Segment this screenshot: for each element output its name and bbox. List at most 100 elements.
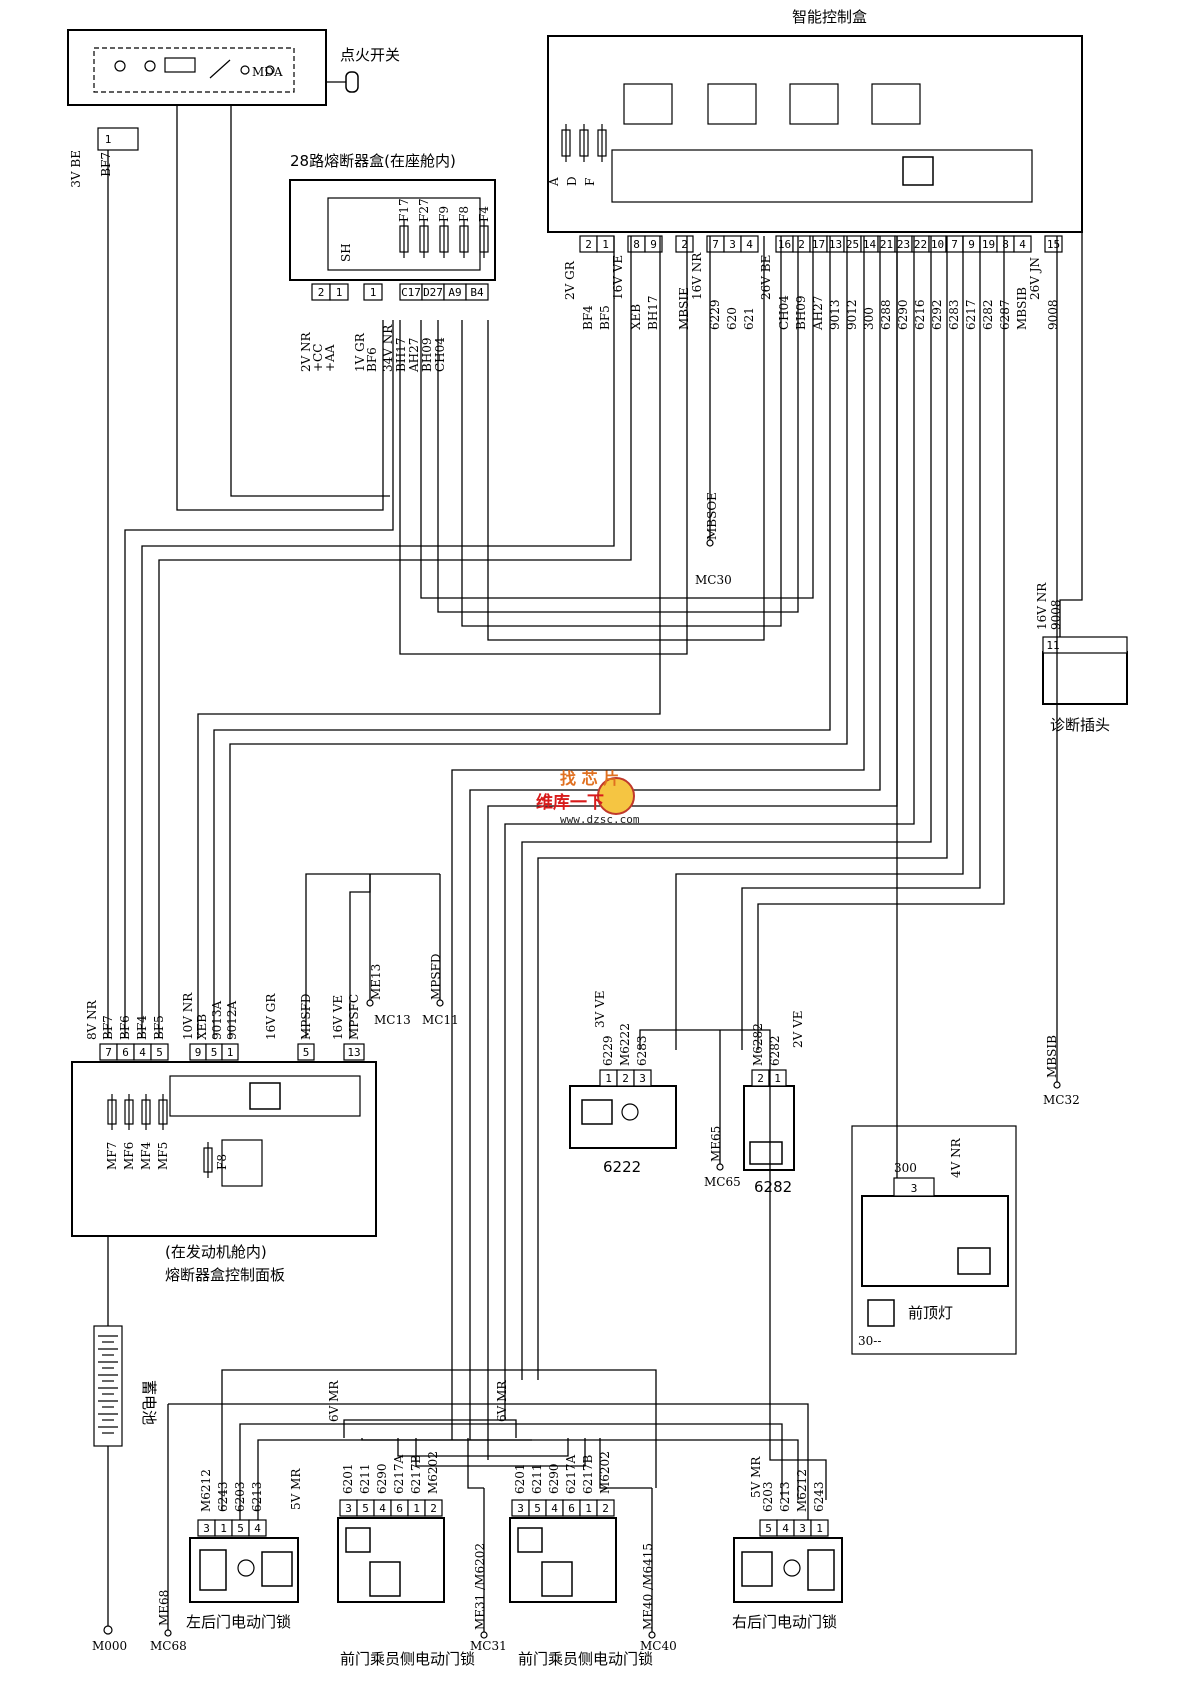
sb-code: 6217 — [964, 299, 978, 330]
f1-pins-code: 6217A — [392, 1454, 406, 1494]
fb28-a-pin: 2 — [318, 286, 325, 299]
mc13-wire: ME13 — [369, 964, 383, 1000]
smart-box-relays — [623, 83, 934, 186]
sb-g5-pin-cell — [1044, 235, 1063, 253]
dome-label: 前顶灯 — [908, 1304, 953, 1322]
mc13: MC13 — [374, 1013, 411, 1027]
f1-pins-pin: 5 — [362, 1502, 369, 1515]
grounds: MBSOE MC30 ME13 MC13 MPSFD MC11 MBSIB MC… — [150, 236, 1080, 1653]
wires — [107, 105, 1083, 1520]
sb-code: CH04 — [777, 295, 791, 330]
ep-fuse-label-mf7: MF7 — [105, 1142, 119, 1170]
diag-code: 9008 — [1049, 599, 1063, 630]
sb-g3-pin: 4 — [746, 238, 753, 251]
ep-mid-code: 9013A — [210, 1000, 224, 1040]
sb-code: BF5 — [598, 305, 612, 330]
ep-mid-pin: 1 — [227, 1046, 234, 1059]
car-icon-f2 — [541, 1561, 573, 1597]
lr-pins-code: 6243 — [216, 1481, 230, 1512]
f2-pins-pin: 4 — [551, 1502, 558, 1515]
sb-code: 6216 — [913, 299, 927, 330]
ep-left-pin: 5 — [156, 1046, 163, 1059]
car-icon-2 — [749, 1141, 783, 1165]
engine-panel-label-2: 熔断器盒控制面板 — [165, 1266, 285, 1284]
rr-pins-code: 6243 — [812, 1481, 826, 1512]
f2-pins-code: M6202 — [598, 1451, 612, 1494]
sb-g2-pin-cell — [675, 235, 694, 253]
rr-pins-pin: 3 — [799, 1522, 806, 1535]
fb28-wire-b: BF6 — [365, 347, 379, 372]
motor-icon-rr — [783, 1559, 801, 1577]
light-icon — [867, 1299, 895, 1327]
ep-left-pin: 7 — [105, 1046, 112, 1059]
sb-g4-pin: 10 — [931, 238, 944, 251]
diag-pin: 11 — [1046, 639, 1059, 652]
ep-right-b-pin: 13 — [347, 1046, 360, 1059]
rr-pins-code: 6203 — [761, 1481, 775, 1512]
rr-pins-code: M6212 — [795, 1469, 809, 1512]
sb-g4-pin: 22 — [914, 238, 927, 251]
p6222-code: 6229 — [601, 1035, 615, 1066]
key-icon — [345, 71, 359, 93]
part-6222-label: 6222 — [603, 1158, 641, 1176]
car-icon-rr — [741, 1551, 773, 1587]
sb-code: 6287 — [998, 299, 1012, 330]
sb-wire-1: 16V VE — [611, 255, 625, 300]
motor-icon-f1 — [345, 1527, 371, 1553]
sb-code: 6292 — [930, 299, 944, 330]
sb-code: 6288 — [879, 299, 893, 330]
sb-g3-pin: 3 — [729, 238, 736, 251]
f2-pins-pin: 2 — [602, 1502, 609, 1515]
sb-g4-pin: 16 — [778, 238, 791, 251]
sb-code: 9012 — [845, 299, 859, 330]
fb28-c-pin: B4 — [470, 286, 484, 299]
fb28-a-pin-cell — [329, 283, 349, 301]
ignition-connector: BF7 — [99, 152, 113, 177]
ep-mid-pin: 5 — [211, 1046, 218, 1059]
fb28-wire-a: +CC — [311, 344, 325, 372]
f2-wire: 6V MR — [495, 1380, 509, 1422]
f2-label: 前门乘员侧电动门锁 — [518, 1650, 653, 1668]
f1-wire: 6V MR — [327, 1380, 341, 1422]
mc31-wire: ME31 /M6202 — [473, 1543, 487, 1630]
lr-wire: 5V MR — [289, 1468, 303, 1510]
part-6222-wire: 3V VE — [593, 990, 607, 1028]
dome-lamp-icon — [957, 1247, 991, 1275]
sb-code: MBSIB — [1015, 287, 1029, 330]
p6222-pin-cell — [633, 1069, 652, 1087]
sb-g1-pin: 9 — [650, 238, 657, 251]
ep-mid-wire: 10V NR — [181, 992, 195, 1040]
f1-pins-pin: 6 — [396, 1502, 403, 1515]
p6282-pin-cell — [768, 1069, 787, 1087]
sb-g0-pin: 2 — [585, 238, 592, 251]
lr-label: 左后门电动门锁 — [186, 1613, 291, 1631]
f2-pins-pin: 6 — [568, 1502, 575, 1515]
fb28-b-pin: 1 — [370, 286, 377, 299]
f1-pins-code: 6217B — [409, 1454, 423, 1494]
ep-mid-code: 9012A — [225, 1000, 239, 1040]
diag-label: 诊断插头 — [1050, 716, 1110, 734]
smart-box-label: 智能控制盒 — [792, 8, 867, 26]
dome-pin: 3 — [911, 1182, 918, 1195]
sb-code: 6290 — [896, 299, 910, 330]
f1-pins-code: 6290 — [375, 1463, 389, 1494]
sb-code: 6283 — [947, 299, 961, 330]
part-6282-label: 6282 — [754, 1178, 792, 1196]
engine-panel-label-1: (在发动机舱内) — [165, 1243, 267, 1261]
mc30: MC30 — [695, 573, 732, 587]
ep-left-pin: 6 — [122, 1046, 129, 1059]
sb-code: BF4 — [581, 305, 595, 330]
sb-code: 9013 — [828, 299, 842, 330]
fb28-wire-c: BH09 — [420, 337, 434, 372]
watermark-line1: 找 芯 片 — [560, 769, 619, 788]
f2-pins-pin: 1 — [585, 1502, 592, 1515]
sb-g4-pin: 19 — [982, 238, 995, 251]
ep-right-b-pin-cell — [343, 1043, 365, 1061]
sb-g4-pin: 17 — [812, 238, 825, 251]
battery: 蓄电池 M000 — [92, 1236, 158, 1653]
rr-pins-pin: 5 — [765, 1522, 772, 1535]
sb-wire-5: 26V JN — [1028, 257, 1042, 300]
